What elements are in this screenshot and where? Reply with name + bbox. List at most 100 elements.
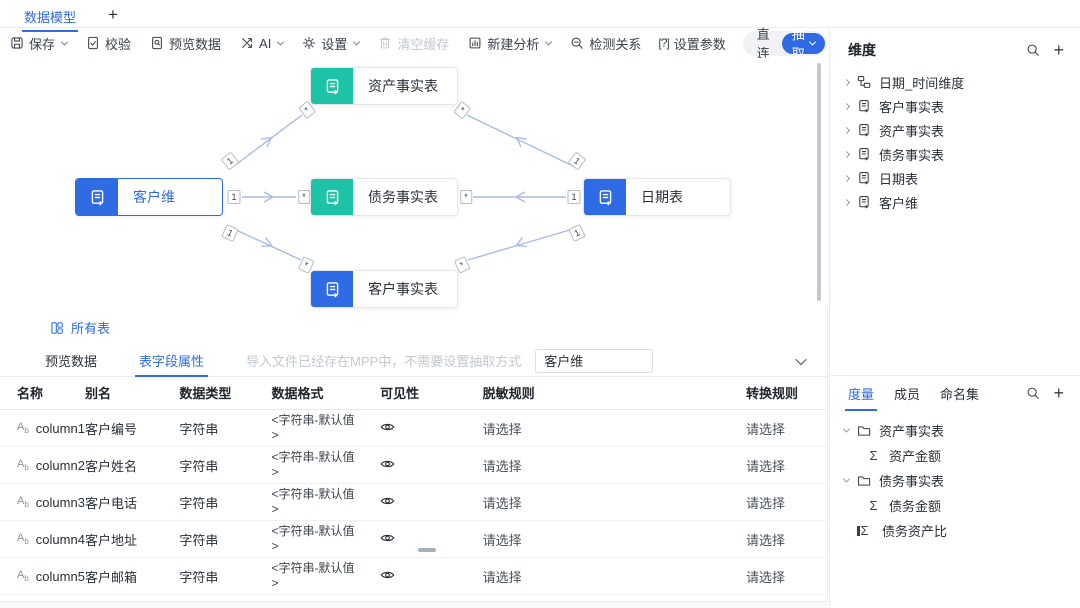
chevron-down-icon[interactable] xyxy=(842,475,851,483)
chevron-right-icon[interactable] xyxy=(842,126,851,134)
field-format[interactable]: <字符串-默认值> xyxy=(271,524,355,553)
chevron-right-icon[interactable] xyxy=(842,150,851,158)
transform-rule-select[interactable]: 请选择 xyxy=(745,495,785,511)
dimension-item-date-time[interactable]: 日期_时间维度 xyxy=(842,70,1080,94)
transform-rule-select[interactable]: 请选择 xyxy=(745,532,785,548)
save-label: 保存 xyxy=(29,36,56,52)
tab-measures[interactable]: 度量 xyxy=(844,384,878,411)
eye-icon[interactable] xyxy=(380,532,395,544)
mode-direct-option[interactable]: 直连 xyxy=(756,27,770,61)
add-tab-button[interactable]: + xyxy=(108,5,118,24)
transform-rule-select[interactable]: 请选择 xyxy=(745,421,785,437)
chevron-right-icon[interactable] xyxy=(842,174,851,182)
dimension-item-debt-fact[interactable]: 债务事实表 xyxy=(842,142,1080,166)
table-horizontal-scrollbar[interactable] xyxy=(418,548,436,552)
eye-icon[interactable] xyxy=(380,421,395,433)
table-node-date[interactable]: 日期表 xyxy=(583,178,731,216)
save-button[interactable]: 保存 xyxy=(10,34,69,53)
set-params-button[interactable]: [?] 设置参数 xyxy=(658,34,725,53)
table-node-customer-fact[interactable]: 客户事实表 xyxy=(310,270,458,308)
clear-cache-button[interactable]: 清空缓存 xyxy=(378,34,449,53)
field-format[interactable]: <字符串-默认值> xyxy=(271,450,355,479)
field-format[interactable]: <字符串-默认值> xyxy=(271,413,355,442)
field-alias[interactable]: 客户邮箱 xyxy=(85,557,180,595)
dimension-item-customer-fact[interactable]: 客户事实表 xyxy=(842,94,1080,118)
chevron-down-icon xyxy=(545,38,553,46)
table-node-debt-fact[interactable]: 债务事实表 xyxy=(310,178,458,216)
model-canvas[interactable]: 1 * 1 * 1 * 1 * 1 * 1 * 客户维 资产事实表 债务事实表 … xyxy=(0,58,828,308)
toolbar-right: 检测关系 [?] 设置参数 直连 抽取 xyxy=(570,27,854,61)
dimension-item-asset-fact[interactable]: 资产事实表 xyxy=(842,118,1080,142)
ai-button[interactable]: AI xyxy=(240,36,285,51)
eye-icon[interactable] xyxy=(380,458,395,470)
chevron-right-icon[interactable] xyxy=(842,78,851,86)
mask-rule-select[interactable]: 请选择 xyxy=(482,569,522,585)
col-header-format: 数据格式 xyxy=(271,377,381,410)
field-alias[interactable]: 客户地址 xyxy=(85,520,180,558)
table-icon xyxy=(311,271,353,307)
all-tables-label: 所有表 xyxy=(71,321,111,336)
table-name-input[interactable] xyxy=(535,348,654,373)
all-tables-button[interactable]: 所有表 xyxy=(0,308,827,345)
search-icon[interactable] xyxy=(1026,386,1040,400)
field-type[interactable]: 字符串 xyxy=(179,409,272,447)
mask-rule-select[interactable]: 请选择 xyxy=(482,458,522,474)
field-alias[interactable]: 客户电话 xyxy=(85,483,180,521)
measure-item-asset-amount[interactable]: Σ 资产金额 xyxy=(844,443,1080,468)
field-type[interactable]: 字符串 xyxy=(179,557,272,595)
transform-rule-select[interactable]: 请选择 xyxy=(745,569,785,585)
search-icon[interactable] xyxy=(1026,43,1040,57)
transform-rule-select[interactable]: 请选择 xyxy=(745,458,785,474)
table-icon xyxy=(857,147,871,161)
eye-icon[interactable] xyxy=(380,569,395,581)
measure-group-debt-fact[interactable]: 债务事实表 xyxy=(842,468,1080,493)
measure-item-debt-amount[interactable]: Σ 债务金额 xyxy=(844,493,1080,518)
tab-preview-data[interactable]: 预览数据 xyxy=(45,354,98,369)
eye-icon[interactable] xyxy=(380,495,395,507)
dimension-item-date-table[interactable]: 日期表 xyxy=(842,166,1080,190)
mask-rule-select[interactable]: 请选择 xyxy=(482,532,522,548)
field-alias[interactable]: 客户编号 xyxy=(85,409,180,447)
validate-button[interactable]: 校验 xyxy=(86,34,131,53)
settings-button[interactable]: 设置 xyxy=(302,34,361,53)
field-type[interactable]: 字符串 xyxy=(179,520,272,558)
col-header-name: 名称 xyxy=(0,377,86,410)
tab-field-properties[interactable]: 表字段属性 xyxy=(135,345,209,377)
mask-rule-select[interactable]: 请选择 xyxy=(482,421,522,437)
dimension-item-customer-dim[interactable]: 客户维 xyxy=(842,190,1080,214)
calculated-sigma-icon: Σ xyxy=(857,523,874,538)
chevron-right-icon[interactable] xyxy=(842,102,851,110)
field-format[interactable]: <字符串-默认值> xyxy=(271,561,355,590)
measures-tree: 资产事实表 Σ 资产金额 债务事实表 Σ 债务金额 Σ 债务资产比 xyxy=(830,408,1080,543)
field-format[interactable]: <字符串-默认值> xyxy=(271,487,355,516)
new-analysis-button[interactable]: 新建分析 xyxy=(468,34,553,53)
table-node-asset-fact[interactable]: 资产事实表 xyxy=(310,67,458,105)
new-analysis-icon xyxy=(468,36,482,50)
table-node-customer-dim[interactable]: 客户维 xyxy=(75,178,223,216)
node-label: 日期表 xyxy=(641,189,683,205)
measure-item-debt-asset-ratio[interactable]: Σ 债务资产比 xyxy=(844,518,1080,543)
collapse-panel-button[interactable] xyxy=(795,353,807,368)
add-dimension-button[interactable]: + xyxy=(1053,40,1064,60)
measure-group-asset-fact[interactable]: 资产事实表 xyxy=(842,418,1080,443)
clear-cache-label: 清空缓存 xyxy=(397,36,450,52)
chevron-down-icon[interactable] xyxy=(842,425,851,433)
field-properties-panel: 所有表 预览数据 表字段属性 导入文件已经存在MPP中，不需要设置抽取方式 名称… xyxy=(0,308,828,608)
tab-members[interactable]: 成员 xyxy=(894,386,921,402)
tab-data-model[interactable]: 数据模型 xyxy=(22,0,79,32)
canvas-vertical-scrollbar[interactable] xyxy=(817,63,821,301)
mode-extract-option[interactable]: 抽取 xyxy=(781,27,825,61)
preview-data-button[interactable]: 预览数据 xyxy=(150,34,221,53)
add-measure-button[interactable]: + xyxy=(1053,383,1064,403)
detect-relations-button[interactable]: 检测关系 xyxy=(570,34,641,53)
field-type[interactable]: 字符串 xyxy=(179,483,272,521)
field-type[interactable]: 字符串 xyxy=(179,446,272,484)
tab-named-sets[interactable]: 命名集 xyxy=(940,386,980,402)
mask-rule-select[interactable]: 请选择 xyxy=(482,495,522,511)
field-alias[interactable]: 客户姓名 xyxy=(85,446,180,484)
chevron-down-icon xyxy=(795,353,807,366)
chevron-right-icon[interactable] xyxy=(842,198,851,206)
connection-mode-toggle[interactable]: 直连 抽取 xyxy=(742,27,827,61)
measure-group-label: 债务事实表 xyxy=(879,474,945,489)
